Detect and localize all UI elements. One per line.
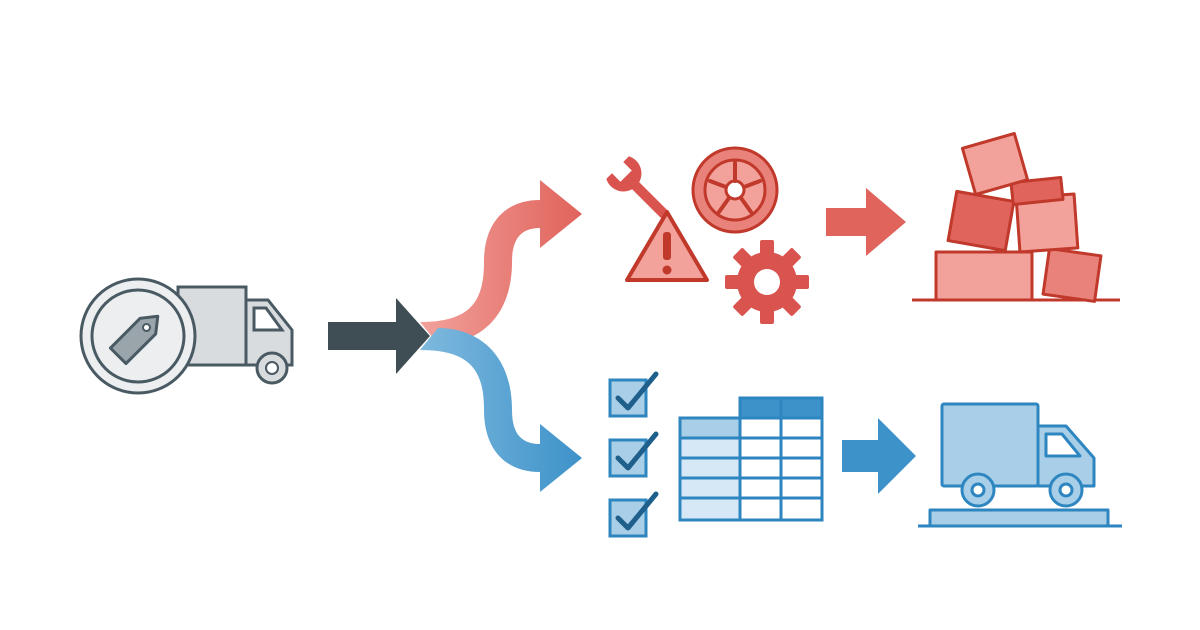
tire-icon	[691, 146, 779, 234]
wrench-icon	[606, 156, 669, 219]
success-outcome-arrow	[842, 418, 916, 494]
problem-outcome-arrow	[826, 188, 906, 256]
data-table-icon	[678, 396, 824, 522]
success-branch-arrow	[420, 328, 582, 492]
warning-triangle-icon	[625, 210, 709, 282]
main-flow-arrow	[328, 298, 430, 374]
problem-branch-arrow	[420, 180, 582, 344]
checklist-icon	[608, 371, 659, 538]
source-truck-icon	[176, 285, 294, 385]
delivery-truck-with-price-tag-icon	[79, 277, 294, 395]
delivery-truck-on-platform-icon	[918, 402, 1122, 528]
gear-icon	[725, 240, 809, 324]
price-tag-badge-icon	[79, 277, 197, 395]
toppled-boxes-icon	[912, 131, 1120, 303]
